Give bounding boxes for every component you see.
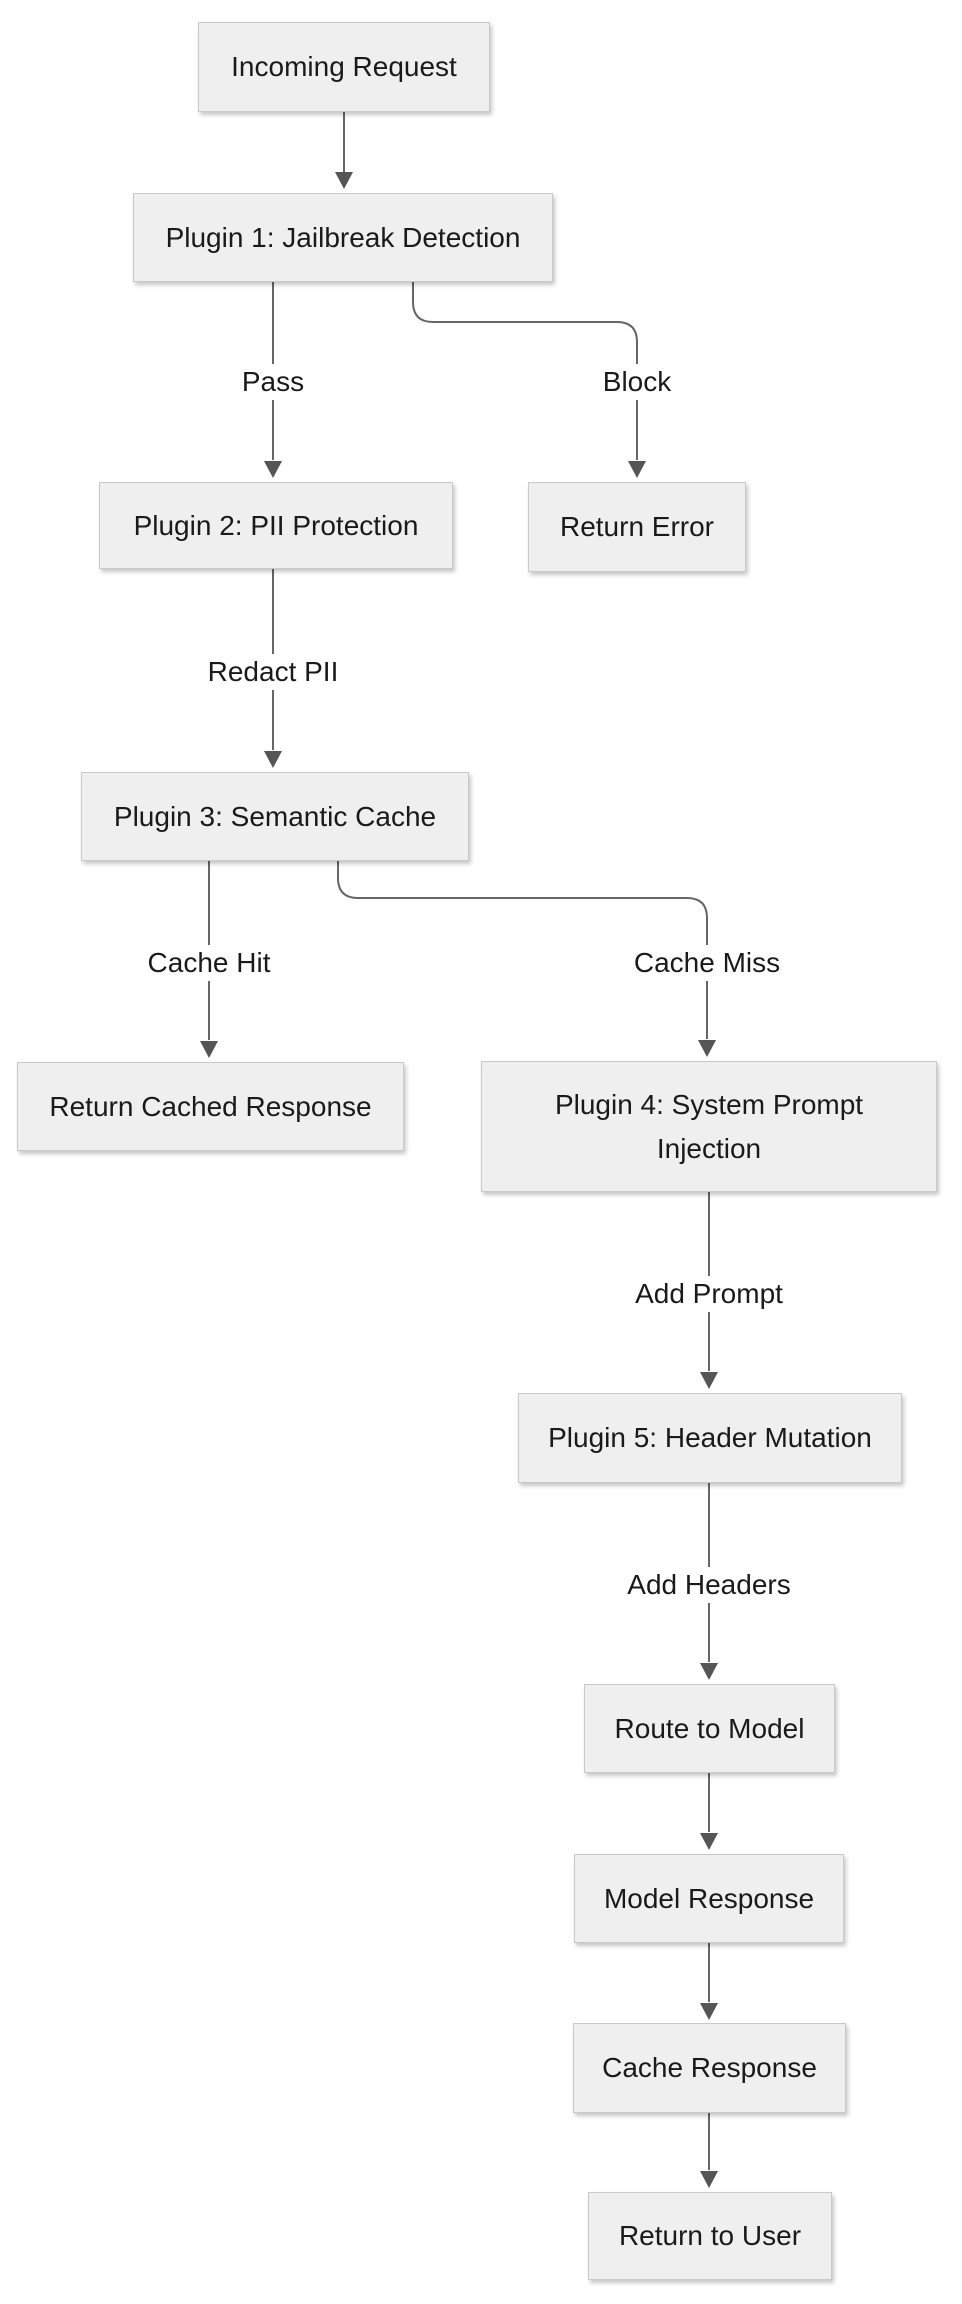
edge-plugin3-to-plugin4 [337,861,708,1039]
node-plugin3-semantic-cache: Plugin 3: Semantic Cache [81,772,469,861]
node-return-to-user: Return to User [588,2192,832,2280]
arrowhead-icon [700,1833,718,1850]
arrowhead-icon [264,461,282,478]
node-label: Return Cached Response [49,1090,372,1122]
edge-plugin1-to-return-error [412,282,638,460]
arrowhead-icon [200,1041,218,1058]
node-label: Cache Response [602,2052,817,2084]
edge-label-block: Block [594,364,680,400]
arrowhead-icon [698,1040,716,1057]
arrowhead-icon [700,2003,718,2020]
edge-label-redact-pii: Redact PII [199,654,347,690]
node-plugin4-system-prompt-injection: Plugin 4: System Prompt Injection [481,1061,937,1192]
arrowhead-icon [700,1663,718,1680]
edge-label-cache-hit: Cache Hit [139,945,279,981]
edge-label-add-prompt: Add Prompt [627,1276,791,1312]
arrowhead-icon [700,2171,718,2188]
node-plugin1-jailbreak-detection: Plugin 1: Jailbreak Detection [133,193,553,282]
node-cache-response: Cache Response [573,2023,846,2113]
arrowheads [200,172,718,2188]
node-plugin2-pii-protection: Plugin 2: PII Protection [99,482,453,569]
node-label: Model Response [603,1882,815,1914]
edge-label-pass: Pass [233,364,313,400]
node-model-response: Model Response [574,1854,844,1943]
node-label: Plugin 1: Jailbreak Detection [165,221,521,253]
node-label: Plugin 5: Header Mutation [548,1422,872,1454]
node-plugin5-header-mutation: Plugin 5: Header Mutation [518,1393,902,1483]
arrowhead-icon [264,751,282,768]
arrowhead-icon [628,461,646,478]
node-label: Return Error [559,511,715,543]
edge-label-cache-miss: Cache Miss [625,945,789,981]
node-label: Plugin 2: PII Protection [133,509,419,541]
node-label: Route to Model [614,1712,805,1744]
node-label: Plugin 4: System Prompt Injection [554,1089,864,1164]
arrowhead-icon [700,1372,718,1389]
node-incoming-request: Incoming Request [198,22,490,112]
edge-label-add-headers: Add Headers [619,1567,799,1603]
node-label: Return to User [618,2220,802,2252]
node-label: Incoming Request [231,51,457,83]
node-route-to-model: Route to Model [584,1684,835,1773]
node-label: Plugin 3: Semantic Cache [113,800,437,832]
node-return-cached-response: Return Cached Response [17,1062,404,1151]
node-return-error: Return Error [528,482,746,572]
arrowhead-icon [335,172,353,189]
